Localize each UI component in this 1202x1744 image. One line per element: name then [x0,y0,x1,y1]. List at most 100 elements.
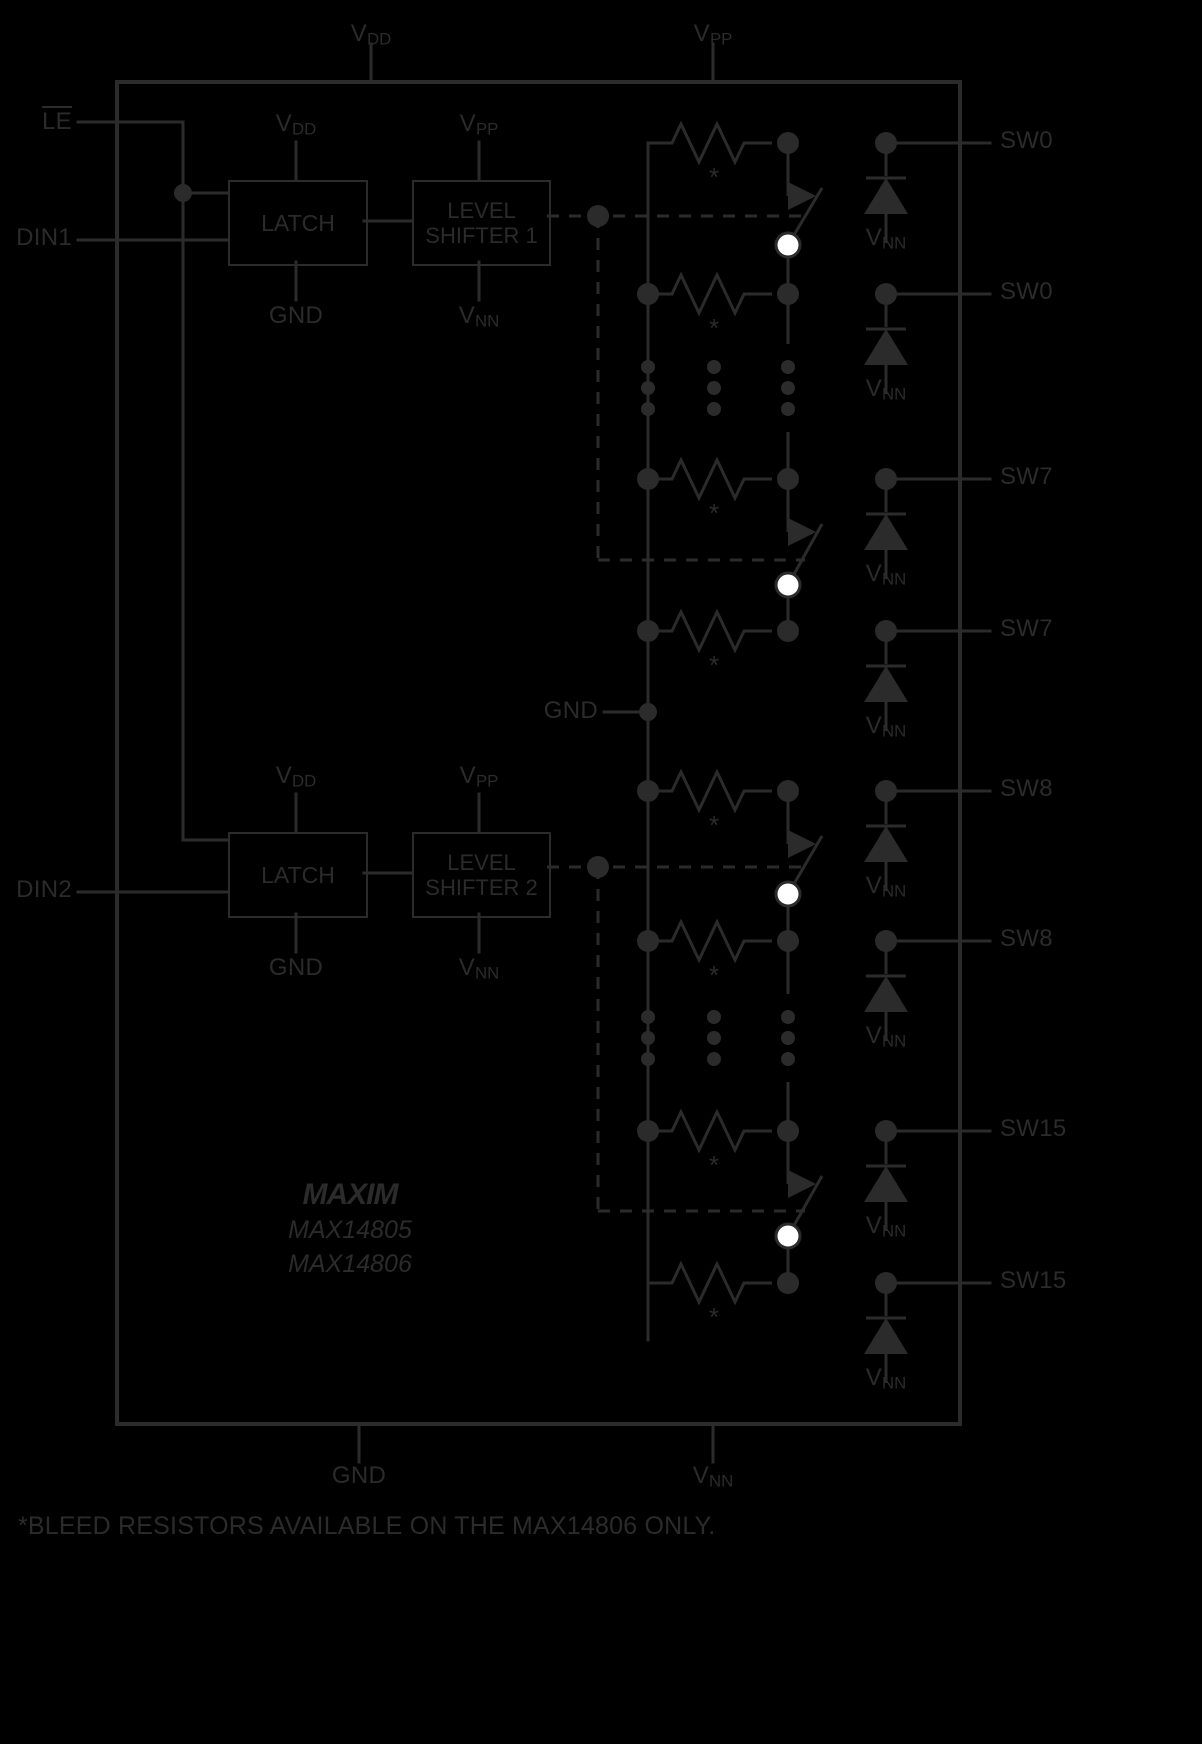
switch-pointer-0 [788,182,816,210]
ls2-control-node [587,856,609,878]
clamp-label-3: VNN [865,712,907,741]
zener-diode-0 [864,178,908,214]
part-number-2: MAX14806 [288,1250,412,1278]
level-shifter-block-2[interactable]: LEVEL SHIFTER 2 [412,832,551,918]
ellipsis-upper [641,360,795,416]
latch1-gnd-label: GND [268,302,324,329]
bleed-resistor-0 [648,120,772,166]
level-shifter-1-line1: LEVEL [447,197,516,223]
latch2-gnd-label: GND [268,954,324,981]
sw-out-node-5 [875,930,897,952]
sw-out-node-4 [875,780,897,802]
clamp-label-0: VNN [865,224,907,253]
sw-pin-label-6: SW15 [1000,1115,1067,1142]
ls1-control-node [587,205,609,227]
sw-pin-label-1: SW0 [1000,278,1053,305]
bleed-resistor-2 [648,456,772,502]
bleed-resistor-4 [648,768,772,814]
sw-pin-label-3: SW7 [1000,615,1053,642]
bleed-resistor-3 [648,608,772,654]
sw-pin-label-2: SW7 [1000,463,1053,490]
sw-node-7 [777,1272,799,1294]
ls2-vpp-label: VPP [459,762,499,791]
switch-pole-6 [774,1222,802,1250]
footnote-text: *BLEED RESISTORS AVAILABLE ON THE MAX148… [18,1512,716,1540]
sw-bus-node-6 [637,1120,659,1142]
le-junction-node [174,184,192,202]
resistor-marker-2: * [708,498,720,528]
sw-bus-node-4 [637,780,659,802]
level-shifter-block-1[interactable]: LEVEL SHIFTER 1 [412,180,551,266]
zener-diode-5 [864,976,908,1012]
clamp-label-4: VNN [865,872,907,901]
sw-pin-label-7: SW15 [1000,1267,1067,1294]
resistor-marker-5: * [708,960,720,990]
switch-pole-0 [774,231,802,259]
internal-gnd-node [639,703,657,721]
clamp-label-5: VNN [865,1022,907,1051]
resistor-marker-7: * [708,1302,720,1332]
sw-bus-node-5 [637,930,659,952]
internal-gnd-label: GND [543,697,598,724]
switch-pointer-2 [788,518,816,546]
zener-diode-3 [864,666,908,702]
pin-label-vpp-top: VPP [693,20,733,49]
switch-pointer-6 [788,1170,816,1198]
switch-pole-2 [774,571,802,599]
zener-diode-4 [864,826,908,862]
clamp-label-7: VNN [865,1364,907,1393]
sw-out-node-3 [875,620,897,642]
part-number-1: MAX14805 [288,1216,412,1244]
sw-bus-node-2 [637,468,659,490]
zener-diode-1 [864,329,908,365]
clamp-label-2: VNN [865,560,907,589]
pin-label-din1: DIN1 [16,224,72,251]
sw-node-3 [777,620,799,642]
ellipsis-lower [641,1010,795,1066]
pin-label-gnd-bottom: GND [331,1462,387,1489]
sw-node-0 [777,132,799,154]
sw-pin-label-5: SW8 [1000,925,1053,952]
level-shifter-2-line2: SHIFTER 2 [425,875,538,900]
sw-out-node-2 [875,468,897,490]
zener-diode-7 [864,1318,908,1354]
pin-label-vdd-top: VDD [350,20,392,49]
level-shifter-1-line2: SHIFTER 1 [425,223,538,248]
zener-diode-2 [864,514,908,550]
zener-diode-6 [864,1166,908,1202]
pin-label-din2: DIN2 [16,876,72,903]
sw-bus-node-1 [637,283,659,305]
bleed-resistor-7 [648,1260,772,1306]
sw-out-node-7 [875,1272,897,1294]
maxim-logo: MAXIM [302,1178,399,1211]
sw-node-4 [777,780,799,802]
clamp-label-6: VNN [865,1212,907,1241]
latch1-vdd-label: VDD [275,110,317,139]
resistor-marker-0: * [708,162,720,192]
latch-block-2[interactable]: LATCH [228,832,368,918]
latch-block-1[interactable]: LATCH [228,180,368,266]
pin-label-vnn-bottom: VNN [692,1462,734,1491]
resistor-marker-4: * [708,810,720,840]
sw-out-node-6 [875,1120,897,1142]
sw-out-node-0 [875,132,897,154]
ls2-vnn-label: VNN [458,954,500,983]
switch-pole-4 [774,880,802,908]
ls1-vpp-label: VPP [459,110,499,139]
ls1-vnn-label: VNN [458,302,500,331]
device-outline [115,80,962,1426]
clamp-label-1: VNN [865,375,907,404]
bleed-resistor-6 [648,1108,772,1154]
resistor-marker-6: * [708,1150,720,1180]
resistor-marker-3: * [708,650,720,680]
latch2-vdd-label: VDD [275,762,317,791]
sw-bus-node-3 [637,620,659,642]
sw-pin-label-0: SW0 [1000,127,1053,154]
pin-label-le: LE [42,106,72,135]
sw-out-node-1 [875,283,897,305]
bleed-resistor-5 [648,918,772,964]
resistor-marker-1: * [708,313,720,343]
bleed-resistor-1 [648,271,772,317]
level-shifter-2-line1: LEVEL [447,849,516,875]
